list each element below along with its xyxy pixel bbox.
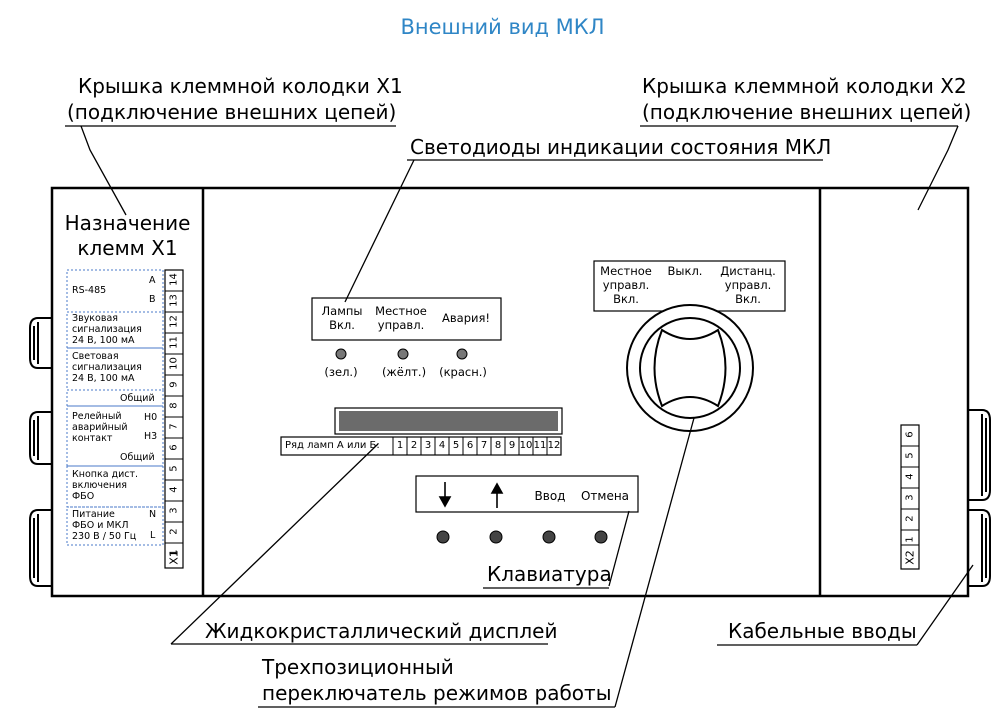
lamp-cell: 5 xyxy=(452,440,460,451)
x1-group-power: Питание ФБО и МКЛ 230 В / 50 Гц xyxy=(72,509,137,542)
lamp-cell: 12 xyxy=(547,440,561,451)
arrow-up-icon xyxy=(490,482,504,508)
led-local-control xyxy=(397,348,409,360)
lamp-cell: 1 xyxy=(396,440,404,451)
x2-terminal-number: 5 xyxy=(904,452,916,459)
key-cancel xyxy=(594,530,608,544)
key-enter-label: Ввод xyxy=(534,489,566,503)
x1-terminal-number: 12 xyxy=(168,315,180,328)
mode-switch-label-box xyxy=(593,260,786,312)
led-color-yellow: (жёлт.) xyxy=(381,365,427,379)
x1-terminal-number: 7 xyxy=(168,423,180,430)
led-label-alarm: Авария! xyxy=(442,311,490,325)
cable-gland-left-1 xyxy=(29,317,53,369)
x2-terminal-number: 4 xyxy=(904,473,916,480)
led-lamps-on xyxy=(335,348,347,360)
x1-terminal-number: 5 xyxy=(168,465,180,472)
cable-gland-right-2 xyxy=(967,509,991,587)
switch-callout-line1: Трехпозиционный xyxy=(262,655,454,679)
x1-group-common-1: Общий xyxy=(120,393,155,404)
lamp-cell: 10 xyxy=(519,440,533,451)
x2-terminal-block xyxy=(900,424,920,570)
x1-terminal-number: 8 xyxy=(168,402,180,409)
cover-x2-sublabel: (подключение внешних цепей) xyxy=(642,100,972,124)
key-up xyxy=(489,530,503,544)
led-alarm xyxy=(456,348,468,360)
lamp-cell: 11 xyxy=(533,440,547,451)
x1-group-relay: Релейный аварийный контакт xyxy=(72,411,128,444)
x1-terminal-number: 3 xyxy=(168,507,180,514)
x1-group-sound: Звуковая сигнализация 24 В, 100 мА xyxy=(72,313,142,346)
x1-terminal-number: 14 xyxy=(168,273,180,286)
lamp-cell: 3 xyxy=(424,440,432,451)
mode-switch-knob xyxy=(626,304,754,432)
x1-terminal-number: 9 xyxy=(168,381,180,388)
x1-terminal-number: 4 xyxy=(168,486,180,493)
lamp-row-label: Ряд ламп А или Б: xyxy=(285,440,380,451)
x1-group-common-2: Общий xyxy=(120,452,155,463)
x1-terminal-number: 11 xyxy=(168,336,180,349)
x2-terminal-number: 6 xyxy=(904,431,916,438)
x1-group-remote-button: Кнопка дист. включения ФБО xyxy=(72,469,139,502)
x2-terminal-number: 2 xyxy=(904,515,916,522)
x2-terminal-number: 1 xyxy=(904,536,916,543)
lamp-cell: 7 xyxy=(480,440,488,451)
lcd-callout: Жидкокристаллический дисплей xyxy=(205,619,558,643)
cable-gland-left-2 xyxy=(29,411,53,465)
key-cancel-label: Отмена xyxy=(580,489,630,503)
x1-terminal-number: 6 xyxy=(168,444,180,451)
x1-terminal-number: 13 xyxy=(168,294,180,307)
cable-gland-left-3 xyxy=(29,509,53,587)
x1-group-light: Световая сигнализация 24 В, 100 мА xyxy=(72,351,142,384)
x1-terminal-number: 10 xyxy=(168,357,180,370)
cable-gland-right-1 xyxy=(967,409,991,501)
cover-x2-label: Крышка клеммной колодки Х2 xyxy=(642,74,967,98)
x1-terminal-number: 2 xyxy=(168,528,180,535)
x1-block-label: Х1 xyxy=(167,550,181,565)
switch-pos-remote: Дистанц. управл. Вкл. xyxy=(720,264,776,306)
x1-group-rs485: RS-485 xyxy=(72,285,107,296)
x1-terminal-block xyxy=(164,269,184,569)
keypad-label-box xyxy=(415,475,639,513)
leds-callout: Светодиоды индикации состояния МКЛ xyxy=(410,135,832,159)
lamp-cell: 6 xyxy=(466,440,474,451)
leader-lines xyxy=(65,125,974,708)
lamp-cell: 9 xyxy=(508,440,516,451)
x1-pin-nc: Н3 xyxy=(144,431,158,442)
x2-terminal-number: 3 xyxy=(904,494,916,501)
switch-pos-off: Выкл. xyxy=(667,264,703,278)
page-title: Внешний вид МКЛ xyxy=(400,15,605,39)
x1-pin-l: L xyxy=(150,530,156,541)
lamp-cell: 8 xyxy=(494,440,502,451)
led-label-box xyxy=(311,297,502,341)
led-color-green: (зел.) xyxy=(324,365,358,379)
key-down xyxy=(436,530,450,544)
key-enter xyxy=(542,530,556,544)
switch-callout-line2: переключатель режимов работы xyxy=(262,681,612,705)
device-body xyxy=(50,186,970,598)
cover-x1-sublabel: (подключение внешних цепей) xyxy=(67,100,397,124)
arrow-down-icon xyxy=(438,482,452,508)
lamp-cell: 4 xyxy=(438,440,446,451)
x1-pin-no: Н0 xyxy=(144,412,158,423)
keyboard-callout: Клавиатура xyxy=(487,562,612,586)
x1-pin-n: N xyxy=(149,509,157,520)
x1-pin-b: B xyxy=(149,294,156,305)
cable-entries-callout: Кабельные вводы xyxy=(728,619,917,643)
switch-pos-local: Местное управл. Вкл. xyxy=(600,264,652,306)
x1-heading: Назначение клемм Х1 xyxy=(64,211,191,260)
cover-x1-label: Крышка клеммной колодки Х1 xyxy=(78,74,403,98)
x2-block-label: Х2 xyxy=(903,550,917,565)
led-color-red: (красн.) xyxy=(439,365,487,379)
lamp-cell: 2 xyxy=(410,440,418,451)
x1-pin-a: A xyxy=(149,275,156,286)
